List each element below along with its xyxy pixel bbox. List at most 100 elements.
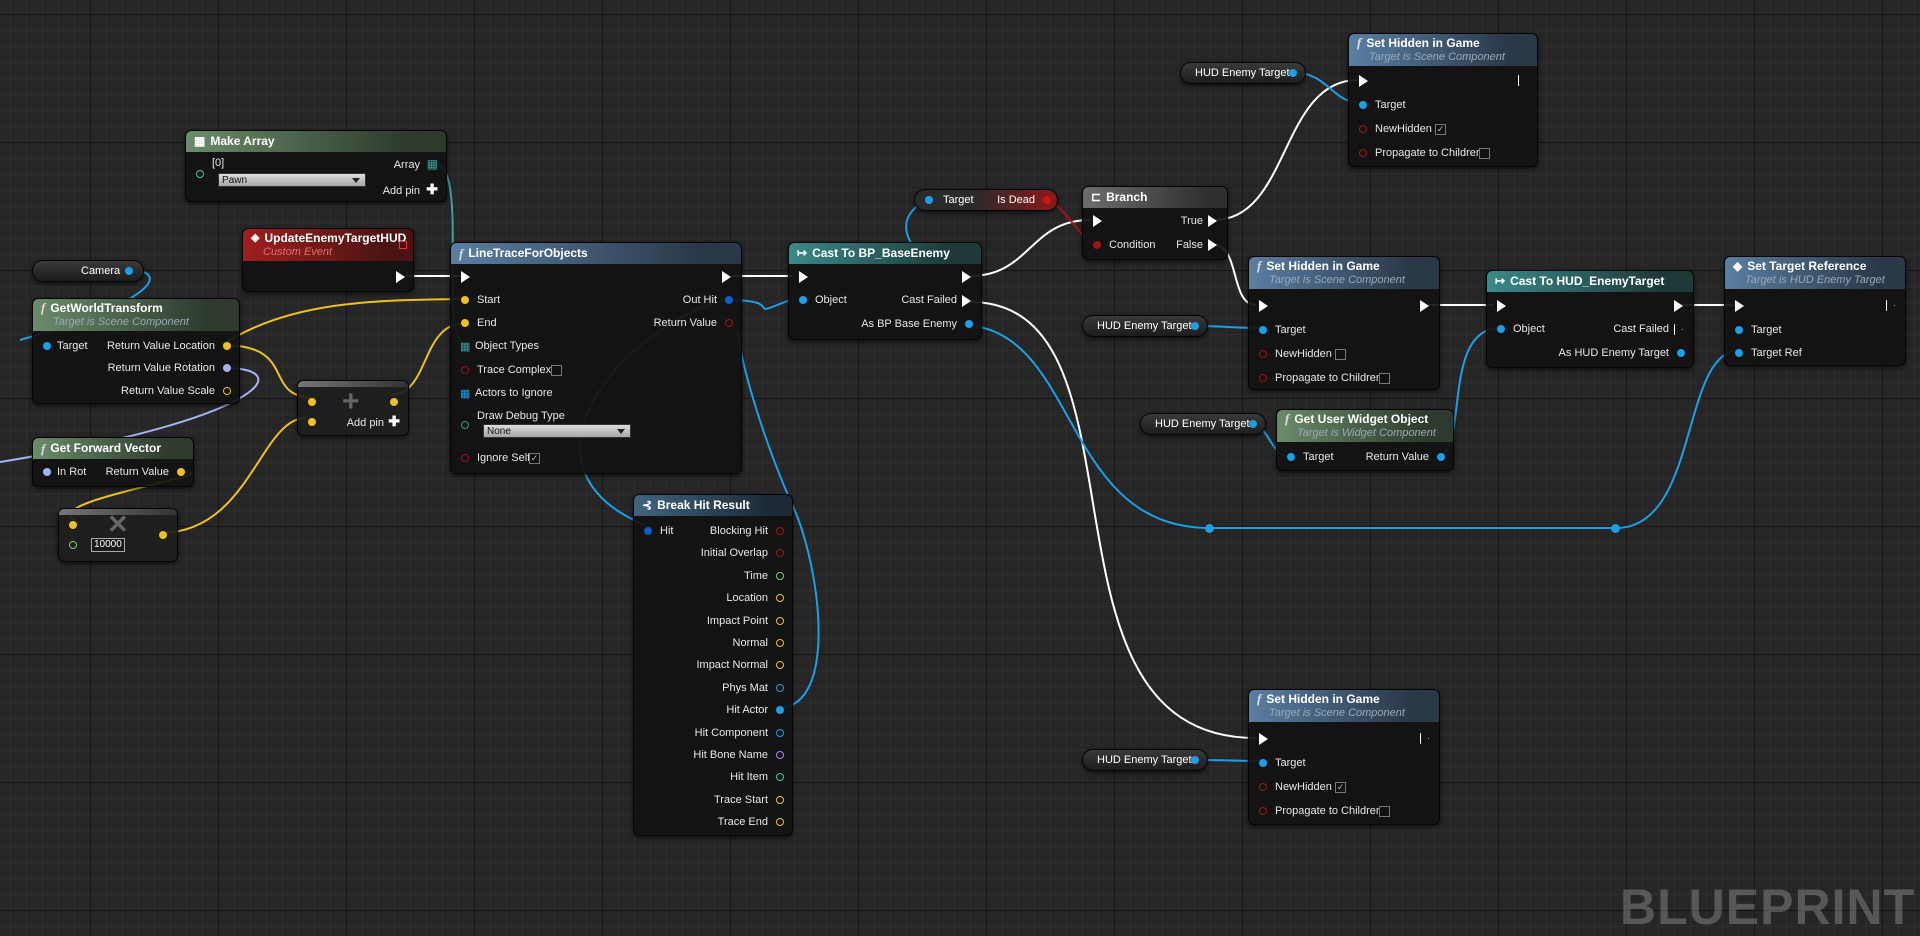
set-target-ref-exec-out[interactable] bbox=[1886, 300, 1895, 311]
event-delegate-pin[interactable] bbox=[399, 241, 407, 249]
ignore-self-checkbox[interactable]: ✓ bbox=[529, 453, 540, 464]
branch-node[interactable]: ⊏Branch True Condition False bbox=[1082, 186, 1228, 260]
cast-base-enemy-node[interactable]: ↦Cast To BP_BaseEnemy Object Cast Failed… bbox=[788, 242, 982, 340]
set-hidden-top-exec-in[interactable] bbox=[1359, 75, 1368, 87]
hud-enemy-target-variable[interactable]: HUD Enemy Target bbox=[1180, 62, 1306, 84]
cast-hud-exec-in[interactable] bbox=[1497, 300, 1506, 312]
get-user-widget-return-pin[interactable] bbox=[1437, 453, 1445, 461]
pawn-dropdown[interactable]: Pawn bbox=[218, 173, 366, 187]
cast-base-as-pin[interactable] bbox=[965, 320, 973, 328]
camera-out-pin[interactable] bbox=[125, 267, 133, 275]
break-hit-output-pin[interactable] bbox=[776, 549, 784, 558]
trace-complex-checkbox[interactable] bbox=[551, 365, 562, 376]
add-input-b-pin[interactable] bbox=[308, 418, 316, 426]
cast-base-failed-exec[interactable] bbox=[962, 295, 971, 307]
array-grid-icon[interactable]: ▦ bbox=[426, 157, 438, 171]
set-hidden-bottom-target-pin[interactable] bbox=[1259, 759, 1267, 767]
break-hit-output-pin[interactable] bbox=[776, 773, 784, 782]
break-hit-output-pin[interactable] bbox=[776, 571, 784, 580]
branch-false-exec[interactable] bbox=[1208, 239, 1217, 251]
cast-hud-node[interactable]: ↦Cast To HUD_EnemyTarget Object Cast Fai… bbox=[1486, 270, 1694, 368]
multiply-node[interactable]: ✕ 10000 bbox=[58, 508, 178, 562]
line-trace-exec-in[interactable] bbox=[461, 271, 470, 283]
gwt-scale-pin[interactable] bbox=[223, 387, 231, 395]
break-hit-output-pin[interactable] bbox=[776, 527, 784, 535]
is-dead-getter[interactable]: Target Is Dead bbox=[914, 189, 1058, 211]
gfv-in-rot-pin[interactable] bbox=[43, 468, 51, 476]
set-hidden-mid-newhidden-pin[interactable] bbox=[1259, 350, 1267, 358]
set-hidden-bottom-newhidden-checkbox[interactable]: ✓ bbox=[1335, 782, 1346, 793]
set-target-ref-target-pin[interactable] bbox=[1735, 326, 1743, 334]
add-output-pin[interactable] bbox=[390, 398, 398, 406]
set-hidden-top-newhidden-checkbox[interactable]: ✓ bbox=[1435, 124, 1446, 135]
set-hidden-bottom-exec-out[interactable] bbox=[1420, 733, 1429, 744]
break-hit-output-pin[interactable] bbox=[776, 795, 784, 804]
branch-true-exec[interactable] bbox=[1208, 215, 1217, 227]
is-dead-out-pin[interactable] bbox=[1043, 196, 1051, 204]
set-hidden-bottom-exec-in[interactable] bbox=[1259, 733, 1268, 745]
custom-event-node[interactable]: ◈UpdateEnemyTargetHUD Custom Event bbox=[242, 228, 414, 292]
add-vector-node[interactable]: + Add pin ✚ bbox=[297, 380, 409, 436]
break-hit-output-pin[interactable] bbox=[776, 661, 784, 670]
multiply-value-field[interactable]: 10000 bbox=[91, 538, 125, 552]
break-hit-output-pin[interactable] bbox=[776, 751, 784, 759]
set-hidden-bottom-propagate-checkbox[interactable] bbox=[1379, 806, 1390, 817]
hud-var-out-pin[interactable] bbox=[1289, 69, 1297, 77]
reroute-knot[interactable] bbox=[1205, 524, 1214, 533]
gfv-return-pin[interactable] bbox=[177, 468, 185, 476]
trace-complex-pin[interactable] bbox=[461, 366, 469, 374]
set-hidden-bottom-newhidden-pin[interactable] bbox=[1259, 783, 1267, 791]
hud-var-out-pin[interactable] bbox=[1191, 322, 1199, 330]
break-hit-output-pin[interactable] bbox=[776, 818, 784, 827]
add-pin-icon[interactable]: ✚ bbox=[388, 413, 400, 429]
break-hit-output-pin[interactable] bbox=[776, 594, 784, 603]
cast-base-object-pin[interactable] bbox=[799, 296, 807, 304]
set-hidden-bottom-propagate-pin[interactable] bbox=[1259, 807, 1267, 815]
start-pin[interactable] bbox=[461, 296, 469, 304]
cast-hud-failed-exec[interactable] bbox=[1674, 324, 1683, 335]
draw-debug-dropdown[interactable]: None bbox=[483, 424, 631, 438]
line-trace-exec-out[interactable] bbox=[722, 271, 731, 283]
cast-hud-object-pin[interactable] bbox=[1497, 325, 1505, 333]
return-value-pin[interactable] bbox=[725, 319, 733, 327]
actors-to-ignore-icon[interactable]: ▦ bbox=[460, 388, 471, 400]
make-array-node[interactable]: ▦Make Array [0] Pawn Array ▦ Add pin ✚ bbox=[185, 130, 447, 202]
branch-exec-in[interactable] bbox=[1093, 215, 1102, 227]
break-hit-output-pin[interactable] bbox=[776, 706, 784, 715]
hud-enemy-target-variable[interactable]: HUD Enemy Target bbox=[1082, 315, 1208, 337]
hit-input-pin[interactable] bbox=[644, 527, 652, 535]
gwt-location-pin[interactable] bbox=[223, 342, 231, 350]
cast-hud-exec-out[interactable] bbox=[1674, 300, 1683, 312]
out-hit-pin[interactable] bbox=[725, 296, 733, 304]
multiply-input-a-pin[interactable] bbox=[69, 521, 77, 529]
hud-var-out-pin[interactable] bbox=[1249, 420, 1257, 428]
get-user-widget-target-pin[interactable] bbox=[1287, 453, 1295, 461]
condition-pin[interactable] bbox=[1093, 241, 1101, 249]
camera-variable[interactable]: Camera bbox=[32, 260, 144, 282]
set-hidden-mid-newhidden-checkbox[interactable] bbox=[1335, 349, 1346, 360]
cast-base-exec-out[interactable] bbox=[962, 271, 971, 283]
event-exec-out[interactable] bbox=[396, 271, 405, 283]
gwt-rotation-pin[interactable] bbox=[223, 364, 231, 372]
break-hit-output-pin[interactable] bbox=[776, 728, 784, 737]
is-dead-target-pin[interactable] bbox=[925, 196, 933, 204]
add-pin-icon[interactable]: ✚ bbox=[426, 181, 438, 197]
set-hidden-mid-exec-in[interactable] bbox=[1259, 300, 1268, 312]
hud-enemy-target-variable[interactable]: HUD Enemy Target bbox=[1082, 749, 1208, 771]
set-target-reference-node[interactable]: ◆Set Target Reference Target is HUD Enem… bbox=[1724, 256, 1906, 366]
set-hidden-mid-exec-out[interactable] bbox=[1420, 300, 1429, 312]
array-input-pin[interactable] bbox=[196, 170, 204, 178]
set-target-ref-exec-in[interactable] bbox=[1735, 300, 1744, 312]
set-hidden-top-propagate-checkbox[interactable] bbox=[1479, 148, 1490, 159]
draw-debug-pin[interactable] bbox=[461, 421, 469, 429]
ignore-self-pin[interactable] bbox=[461, 454, 469, 462]
set-hidden-mid-propagate-pin[interactable] bbox=[1259, 374, 1267, 382]
